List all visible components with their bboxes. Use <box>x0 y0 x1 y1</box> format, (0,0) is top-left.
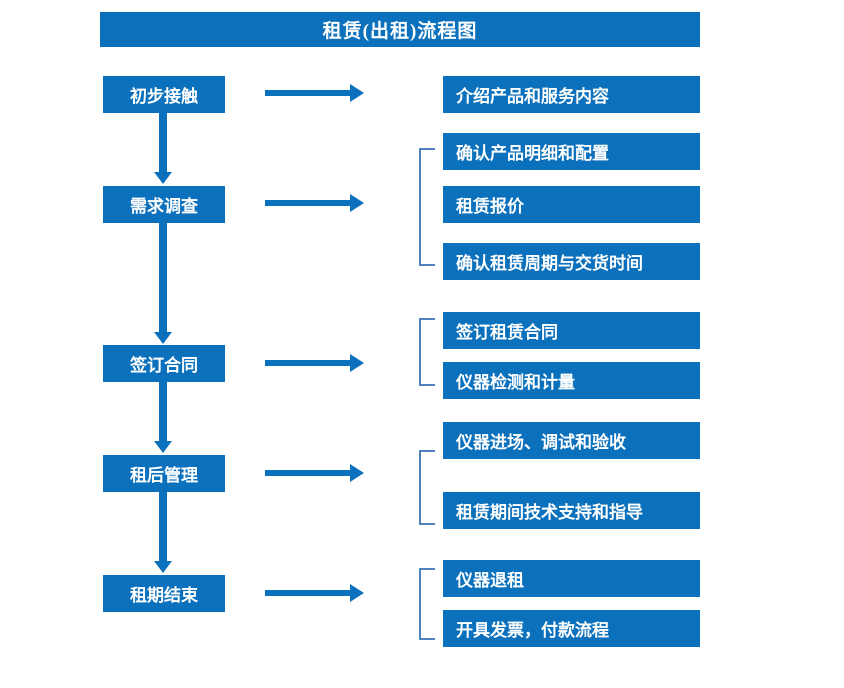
stage-node-zuqi-jieshu[interactable]: 租期结束 <box>103 575 225 612</box>
bracket-icon-stage-3 <box>419 318 435 386</box>
detail-node-5-2[interactable]: 开具发票，付款流程 <box>443 610 700 647</box>
detail-node-3-1[interactable]: 签订租赁合同 <box>443 312 700 349</box>
detail-node-2-1[interactable]: 确认产品明细和配置 <box>443 133 700 170</box>
arrow-down-icon-4-to-5 <box>154 492 172 573</box>
bracket-icon-stage-4 <box>419 450 435 525</box>
arrow-right-icon-stage-1 <box>265 84 364 102</box>
detail-node-2-2[interactable]: 租赁报价 <box>443 186 700 223</box>
stage-node-xuqiu-diaocha[interactable]: 需求调查 <box>103 186 225 223</box>
arrow-down-icon-1-to-2 <box>154 113 172 184</box>
diagram-title: 租赁(出租)流程图 <box>100 12 700 47</box>
arrow-right-icon-stage-5 <box>265 584 364 602</box>
detail-node-4-2[interactable]: 租赁期间技术支持和指导 <box>443 492 700 529</box>
stage-node-zuhou-guanli[interactable]: 租后管理 <box>103 455 225 492</box>
detail-node-4-1[interactable]: 仪器进场、调试和验收 <box>443 422 700 459</box>
arrow-right-icon-stage-4 <box>265 464 364 482</box>
bracket-icon-stage-5 <box>419 568 435 640</box>
detail-node-1-1[interactable]: 介绍产品和服务内容 <box>443 76 700 113</box>
stage-node-qianding-hetong[interactable]: 签订合同 <box>103 345 225 382</box>
stage-node-chubu-jiechu[interactable]: 初步接触 <box>103 76 225 113</box>
arrow-right-icon-stage-3 <box>265 354 364 372</box>
detail-node-2-3[interactable]: 确认租赁周期与交货时间 <box>443 243 700 280</box>
arrow-right-icon-stage-2 <box>265 194 364 212</box>
bracket-icon-stage-2 <box>419 148 435 266</box>
arrow-down-icon-2-to-3 <box>154 223 172 344</box>
arrow-down-icon-3-to-4 <box>154 382 172 453</box>
detail-node-5-1[interactable]: 仪器退租 <box>443 560 700 597</box>
detail-node-3-2[interactable]: 仪器检测和计量 <box>443 362 700 399</box>
